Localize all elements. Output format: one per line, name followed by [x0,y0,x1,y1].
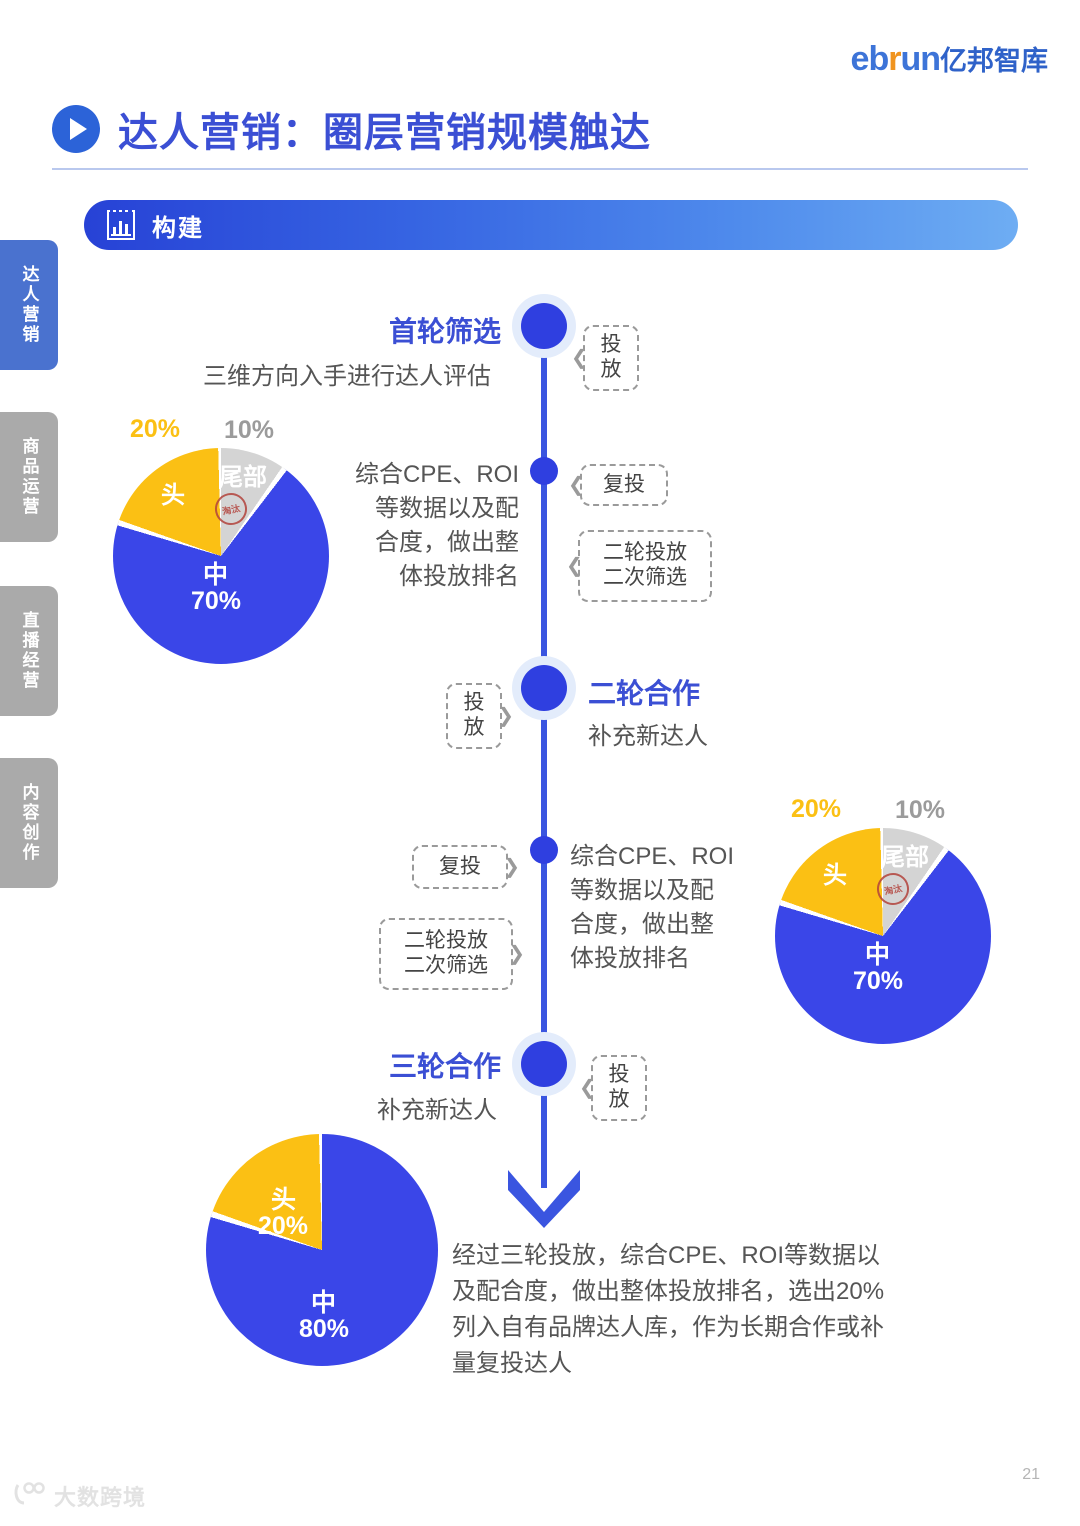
callout-tail-icon: ❮ [571,347,588,369]
timeline-node-stage-3[interactable] [521,1041,567,1087]
pie-slice-gap [113,448,329,664]
section-banner: 构建 [84,200,1018,250]
logo-text-r: r [888,40,901,78]
callout-touxfang-2: ❯ 投 放 [446,683,514,749]
summary-line: 量复投达人 [452,1350,572,1377]
pie-label-head-pct: 20% [130,415,181,443]
pie-slice-gap [775,828,991,1044]
callout-touxfang-3: ❮ 投 放 [579,1055,647,1121]
callout-line: 投 [608,1063,630,1087]
paragraph-line: 体投放排名 [399,563,519,591]
watermark: 大数跨境 [14,1480,146,1512]
pie-chart-stage-3: 头 20% 中 80% [199,1128,449,1378]
stage-3-title: 三轮合作 [389,1051,502,1082]
callout-tail-icon: ❯ [508,943,525,965]
watermark-logo-icon [14,1481,48,1512]
summary-line: 列入自有品牌达人库，作为长期合作或补 [452,1314,884,1341]
paragraph-line: 等数据以及配 [375,495,519,523]
pie-label-tail: 尾部 [881,844,929,871]
bar-chart-icon [106,209,136,241]
callout-line: 二次筛选 [404,954,488,977]
pie-slice-gap [206,1134,438,1366]
timeline-node-midpoint-1[interactable] [530,457,558,485]
timeline-spine [541,332,547,1188]
stage-1-paragraph: 综合CPE、ROI 等数据以及配 合度，做出整 体投放排名 [341,458,519,594]
pie-label-head: 头 [823,862,847,889]
sidebar-item-product-operations[interactable]: 商品运营 [0,412,58,542]
callout-tail-icon: ❯ [497,705,514,727]
pie-label-head: 头 [161,482,185,509]
paragraph-line: 合度，做出整 [375,529,519,557]
stage-2-subtitle: 补充新达人 [588,723,708,750]
pie-chart-stage-2: 20% 10% 头 尾部 中 70% 淘汰 [765,795,1005,1044]
callout-second-round-2: ❯ 二轮投放 二次筛选 [379,918,525,990]
paragraph-line: 综合CPE、ROI [570,843,735,870]
summary-paragraph: 经过三轮投放，综合CPE、ROI等数据以 及配合度，做出整体投放排名，选出20%… [452,1238,922,1382]
pie-label-mid-pct: 70% [191,587,242,615]
pie-label-mid: 中 [311,1289,337,1317]
sidebar-item-label: 商品运营 [19,437,39,517]
callout-line: 投 [463,691,485,715]
pie-chart-stage-1: 20% 10% 头 尾部 中 70% 淘汰 [106,415,346,664]
watermark-text: 大数跨境 [54,1485,147,1510]
pie-label-mid-pct: 70% [853,967,904,995]
paragraph-line: 等数据以及配 [570,877,714,905]
stage-1-subtitle: 三维方向入手进行达人评估 [203,363,491,390]
stage-2-paragraph: 综合CPE、ROI 等数据以及配 合度，做出整 体投放排名 [570,840,750,976]
callout-tail-icon: ❮ [568,474,585,496]
callout-line: 放 [463,716,485,739]
pie-label-mid: 中 [865,941,891,969]
callout-line: 二轮投放 [603,541,687,565]
timeline-node-midpoint-2[interactable] [530,836,558,864]
callout-tail-icon: ❮ [579,1077,596,1099]
callout-line: 复投 [603,472,645,496]
page-title-row: 达人营销：圈层营销规模触达 [52,100,651,158]
sidebar-item-label: 达人营销 [19,265,39,345]
callout-fuxtou-1: ❮ 复投 [568,464,668,506]
callout-line: 放 [600,358,622,381]
summary-line: 经过三轮投放，综合CPE、ROI等数据以 [452,1242,881,1269]
sidebar-item-label: 内容创作 [19,783,39,863]
play-icon [52,105,100,153]
pie-label-head-pct: 20% [258,1212,309,1240]
pie-label-head-pct: 20% [791,795,842,823]
callout-line: 放 [608,1088,630,1111]
pie-label-mid: 中 [203,561,229,589]
timeline-node-stage-2[interactable] [521,665,567,711]
pie-label-head: 头 [271,1186,297,1214]
logo-text-un: un [900,40,941,78]
callout-line: 复投 [439,854,481,878]
pie-label-tail-pct: 10% [895,796,946,824]
stage-3-subtitle: 补充新达人 [377,1097,497,1124]
paragraph-line: 综合CPE、ROI [354,461,519,488]
callout-tail-icon: ❮ [566,555,583,577]
title-divider [52,168,1028,170]
stage-1-title: 首轮筛选 [389,316,502,347]
paragraph-line: 体投放排名 [570,945,690,973]
callout-line: 二轮投放 [404,929,488,953]
brand-logo: ebrun亿邦智库 [851,42,1048,76]
paragraph-line: 合度，做出整 [570,911,714,939]
logo-text-cn: 亿邦智库 [940,46,1048,76]
page-title: 达人营销：圈层营销规模触达 [118,111,651,155]
callout-line: 二次筛选 [603,566,687,589]
callout-tail-icon: ❯ [503,856,520,878]
pie-label-tail-pct: 10% [224,416,275,444]
summary-line: 及配合度，做出整体投放排名，选出20% [452,1278,885,1305]
sidebar-item-live-operations[interactable]: 直播经营 [0,586,58,716]
stage-2-title: 二轮合作 [588,678,701,709]
pie-label-tail: 尾部 [219,464,267,491]
timeline-node-stage-1[interactable] [521,303,567,349]
callout-second-round-1: ❮ 二轮投放 二次筛选 [566,530,712,602]
pie-label-mid-pct: 80% [299,1315,350,1343]
callout-touxfang-1: ❮ 投 放 [571,325,639,391]
callout-fuxtou-2: ❯ 复投 [412,845,520,889]
logo-text-eb: eb [850,40,890,78]
callout-line: 投 [600,333,622,357]
sidebar-item-content-creation[interactable]: 内容创作 [0,758,58,888]
page-number: 21 [1022,1466,1040,1483]
section-banner-label: 构建 [152,214,204,242]
sidebar-item-daren-marketing[interactable]: 达人营销 [0,240,58,370]
sidebar-item-label: 直播经营 [19,611,39,691]
